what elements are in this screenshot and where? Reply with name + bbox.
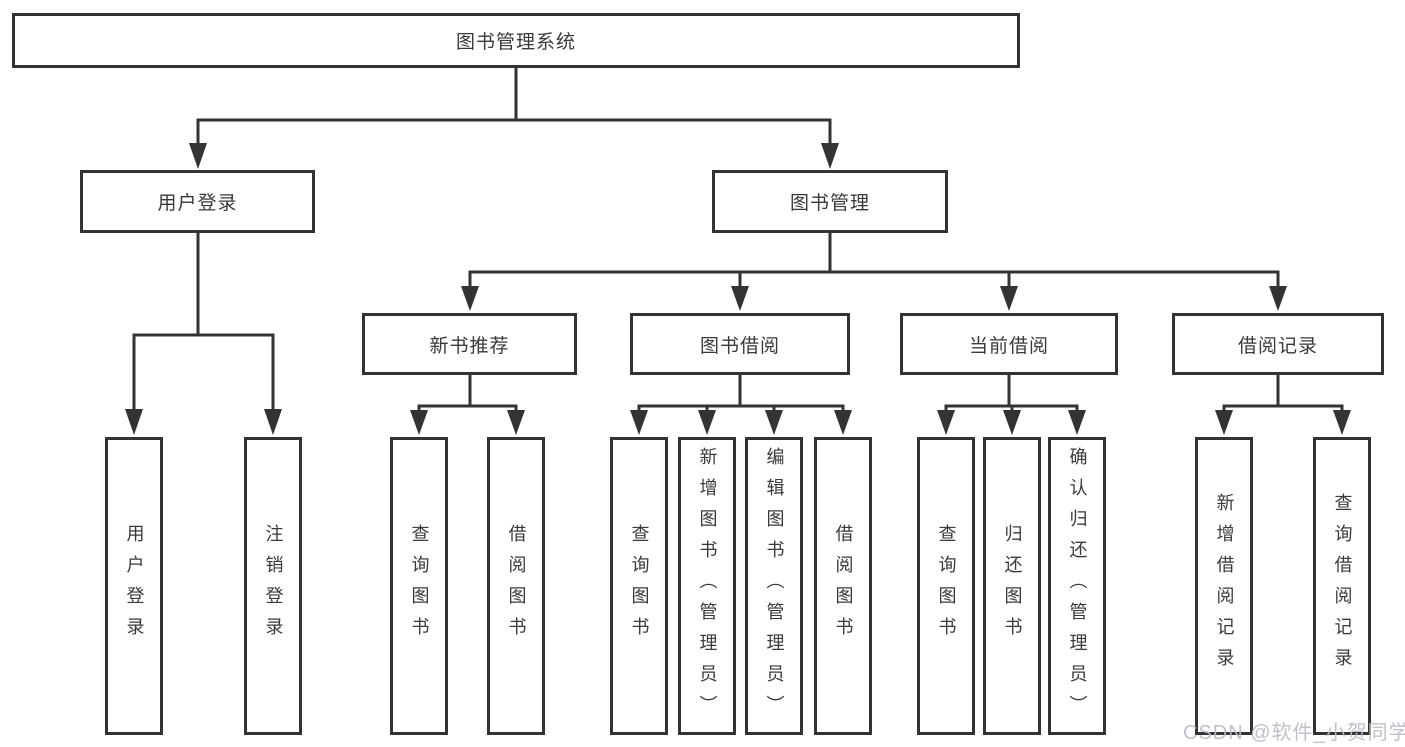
- leaf-user-login: 用户登录: [105, 437, 163, 735]
- node-label: 新增借阅记录: [1214, 493, 1235, 679]
- node-label: 借阅图书: [833, 524, 854, 648]
- leaf-query-borrow-record: 查询借阅记录: [1313, 437, 1371, 735]
- node-borrowing-records: 借阅记录: [1172, 313, 1384, 375]
- node-label: 确认归还（管理员）: [1067, 446, 1088, 726]
- node-label: 查询图书: [409, 524, 430, 648]
- node-book-borrowing: 图书借阅: [630, 313, 850, 375]
- node-label: 查询图书: [629, 524, 650, 648]
- node-label: 当前借阅: [968, 335, 1049, 357]
- node-label: 归还图书: [1002, 524, 1023, 648]
- leaf-query-books-borrow: 查询图书: [610, 437, 668, 735]
- node-label: 新增图书（管理员）: [697, 446, 718, 726]
- node-label: 注销登录: [263, 524, 284, 648]
- node-library-management-system: 图书管理系统: [12, 13, 1020, 68]
- csdn-watermark: CSDN @软件_小贺同学: [1183, 722, 1405, 744]
- leaf-logout: 注销登录: [244, 437, 302, 735]
- node-label: 用户登录: [157, 193, 238, 214]
- leaf-borrow-books: 借阅图书: [814, 437, 872, 735]
- node-new-book-recommendation: 新书推荐: [362, 313, 577, 375]
- node-book-management: 图书管理: [712, 170, 948, 233]
- node-current-borrowing: 当前借阅: [900, 313, 1118, 375]
- leaf-add-books-admin: 新增图书（管理员）: [678, 437, 736, 735]
- node-label: 图书借阅: [699, 335, 780, 357]
- leaf-confirm-return-admin: 确认归还（管理员）: [1048, 437, 1106, 735]
- leaf-return-books: 归还图书: [983, 437, 1041, 735]
- node-label: 借阅记录: [1237, 335, 1318, 357]
- node-label: 查询图书: [936, 524, 957, 648]
- node-label: 图书管理: [789, 193, 870, 214]
- leaf-query-books-recommend: 查询图书: [390, 437, 448, 735]
- node-label: 借阅图书: [506, 524, 527, 648]
- leaf-add-borrow-record: 新增借阅记录: [1195, 437, 1253, 735]
- leaf-query-books-current: 查询图书: [917, 437, 975, 735]
- node-user-login: 用户登录: [80, 170, 315, 233]
- node-label: 用户登录: [124, 524, 145, 648]
- node-label: 图书管理系统: [455, 32, 576, 53]
- leaf-borrow-books-recommend: 借阅图书: [487, 437, 545, 735]
- node-label: 新书推荐: [429, 335, 510, 357]
- node-label: 查询借阅记录: [1332, 493, 1353, 679]
- node-label: 编辑图书（管理员）: [764, 446, 785, 726]
- leaf-edit-books-admin: 编辑图书（管理员）: [745, 437, 803, 735]
